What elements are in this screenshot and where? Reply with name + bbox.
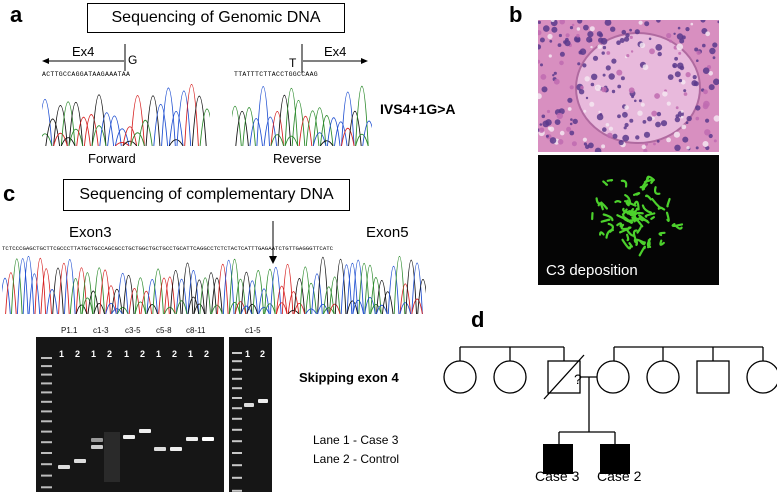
pedigree-female-spouse xyxy=(596,360,630,394)
cdna-sequence: TCTCCCGAGCTGCTTCGCCCTTATGCTGCCAGCGCCTGCT… xyxy=(2,245,334,252)
pedigree-female-3 xyxy=(646,360,680,394)
he-stain-micrograph xyxy=(538,20,719,152)
panel-label-c: c xyxy=(3,181,16,206)
gel-c1-5 xyxy=(229,337,272,492)
pedigree-unknown-mark: ? xyxy=(574,371,582,387)
lane-number: 2 xyxy=(107,349,113,359)
legend-lane-2: Lane 2 - Control xyxy=(313,452,400,466)
pedigree-female-2 xyxy=(493,360,527,394)
reverse-chromatogram xyxy=(232,86,372,146)
exon5-label: Exon5 xyxy=(366,224,409,241)
lane-number: 2 xyxy=(140,349,146,359)
pedigree-male-2 xyxy=(696,360,730,394)
lane-group-c5-8: c5-8 xyxy=(156,326,172,335)
lane-number: 1 xyxy=(188,349,194,359)
cdna-chromatogram xyxy=(2,256,426,314)
lane-number: 1 xyxy=(59,349,65,359)
lane-number: 1 xyxy=(156,349,162,359)
skipping-exon-label: Skipping exon 4 xyxy=(299,370,399,385)
reverse-exon-marker xyxy=(301,44,368,73)
reverse-exon-label: Ex4 xyxy=(324,44,347,59)
pedigree-diagram xyxy=(443,346,777,474)
case2-label: Case 2 xyxy=(597,468,642,484)
lane-number: 1 xyxy=(124,349,130,359)
mutation-label: IVS4+1G>A xyxy=(380,101,456,117)
lane-group-c8-11: c8-11 xyxy=(186,326,206,335)
genomic-title: Sequencing of Genomic DNA xyxy=(111,9,321,26)
lane-number: 1 xyxy=(245,349,251,359)
reverse-base-label: T xyxy=(289,56,297,70)
cdna-title: Sequencing of complementary DNA xyxy=(79,186,334,203)
pedigree-affected-case3 xyxy=(543,444,573,474)
lane-group-c1-3: c1-3 xyxy=(93,326,109,335)
c3-immunofluorescence-image xyxy=(538,155,719,285)
legend-lane-1: Lane 1 - Case 3 xyxy=(313,433,399,447)
case3-label: Case 3 xyxy=(535,468,580,484)
reverse-caption: Reverse xyxy=(273,151,322,166)
c3-caption: C3 deposition xyxy=(546,262,638,279)
panel-label-a: a xyxy=(10,2,23,27)
lane-group-c3-5: c3-5 xyxy=(125,326,141,335)
lane-number: 1 xyxy=(91,349,97,359)
lane-number: 2 xyxy=(172,349,178,359)
forward-exon-marker xyxy=(42,44,126,71)
lane-group-p1-1: P1.1 xyxy=(61,326,78,335)
pedigree-female-1 xyxy=(443,360,477,394)
exon3-label: Exon3 xyxy=(69,224,112,241)
junction-arrow xyxy=(269,221,277,264)
pedigree-female-4 xyxy=(746,360,777,394)
lane-number: 2 xyxy=(75,349,81,359)
forward-base-label: G xyxy=(128,53,138,67)
cdna-title-box: Sequencing of complementary DNA xyxy=(63,179,350,211)
genomic-title-box: Sequencing of Genomic DNA xyxy=(87,3,345,33)
gel-main xyxy=(36,337,224,492)
deceased-slash xyxy=(543,354,585,400)
forward-exon-label: Ex4 xyxy=(72,44,95,59)
forward-sequence: ACTTGCCAGGATAAGAAATAA xyxy=(42,71,131,78)
lane-number: 2 xyxy=(204,349,210,359)
lane-number: 2 xyxy=(260,349,266,359)
reverse-sequence: TTATTTCTTACCTGGCCAAG xyxy=(234,71,319,78)
pedigree-affected-case2 xyxy=(600,444,630,474)
forward-caption: Forward xyxy=(88,151,136,166)
panel-label-b: b xyxy=(509,2,523,27)
panel-label-d: d xyxy=(471,307,485,332)
forward-chromatogram xyxy=(42,83,210,146)
lane-group-c1-5: c1-5 xyxy=(245,326,261,335)
